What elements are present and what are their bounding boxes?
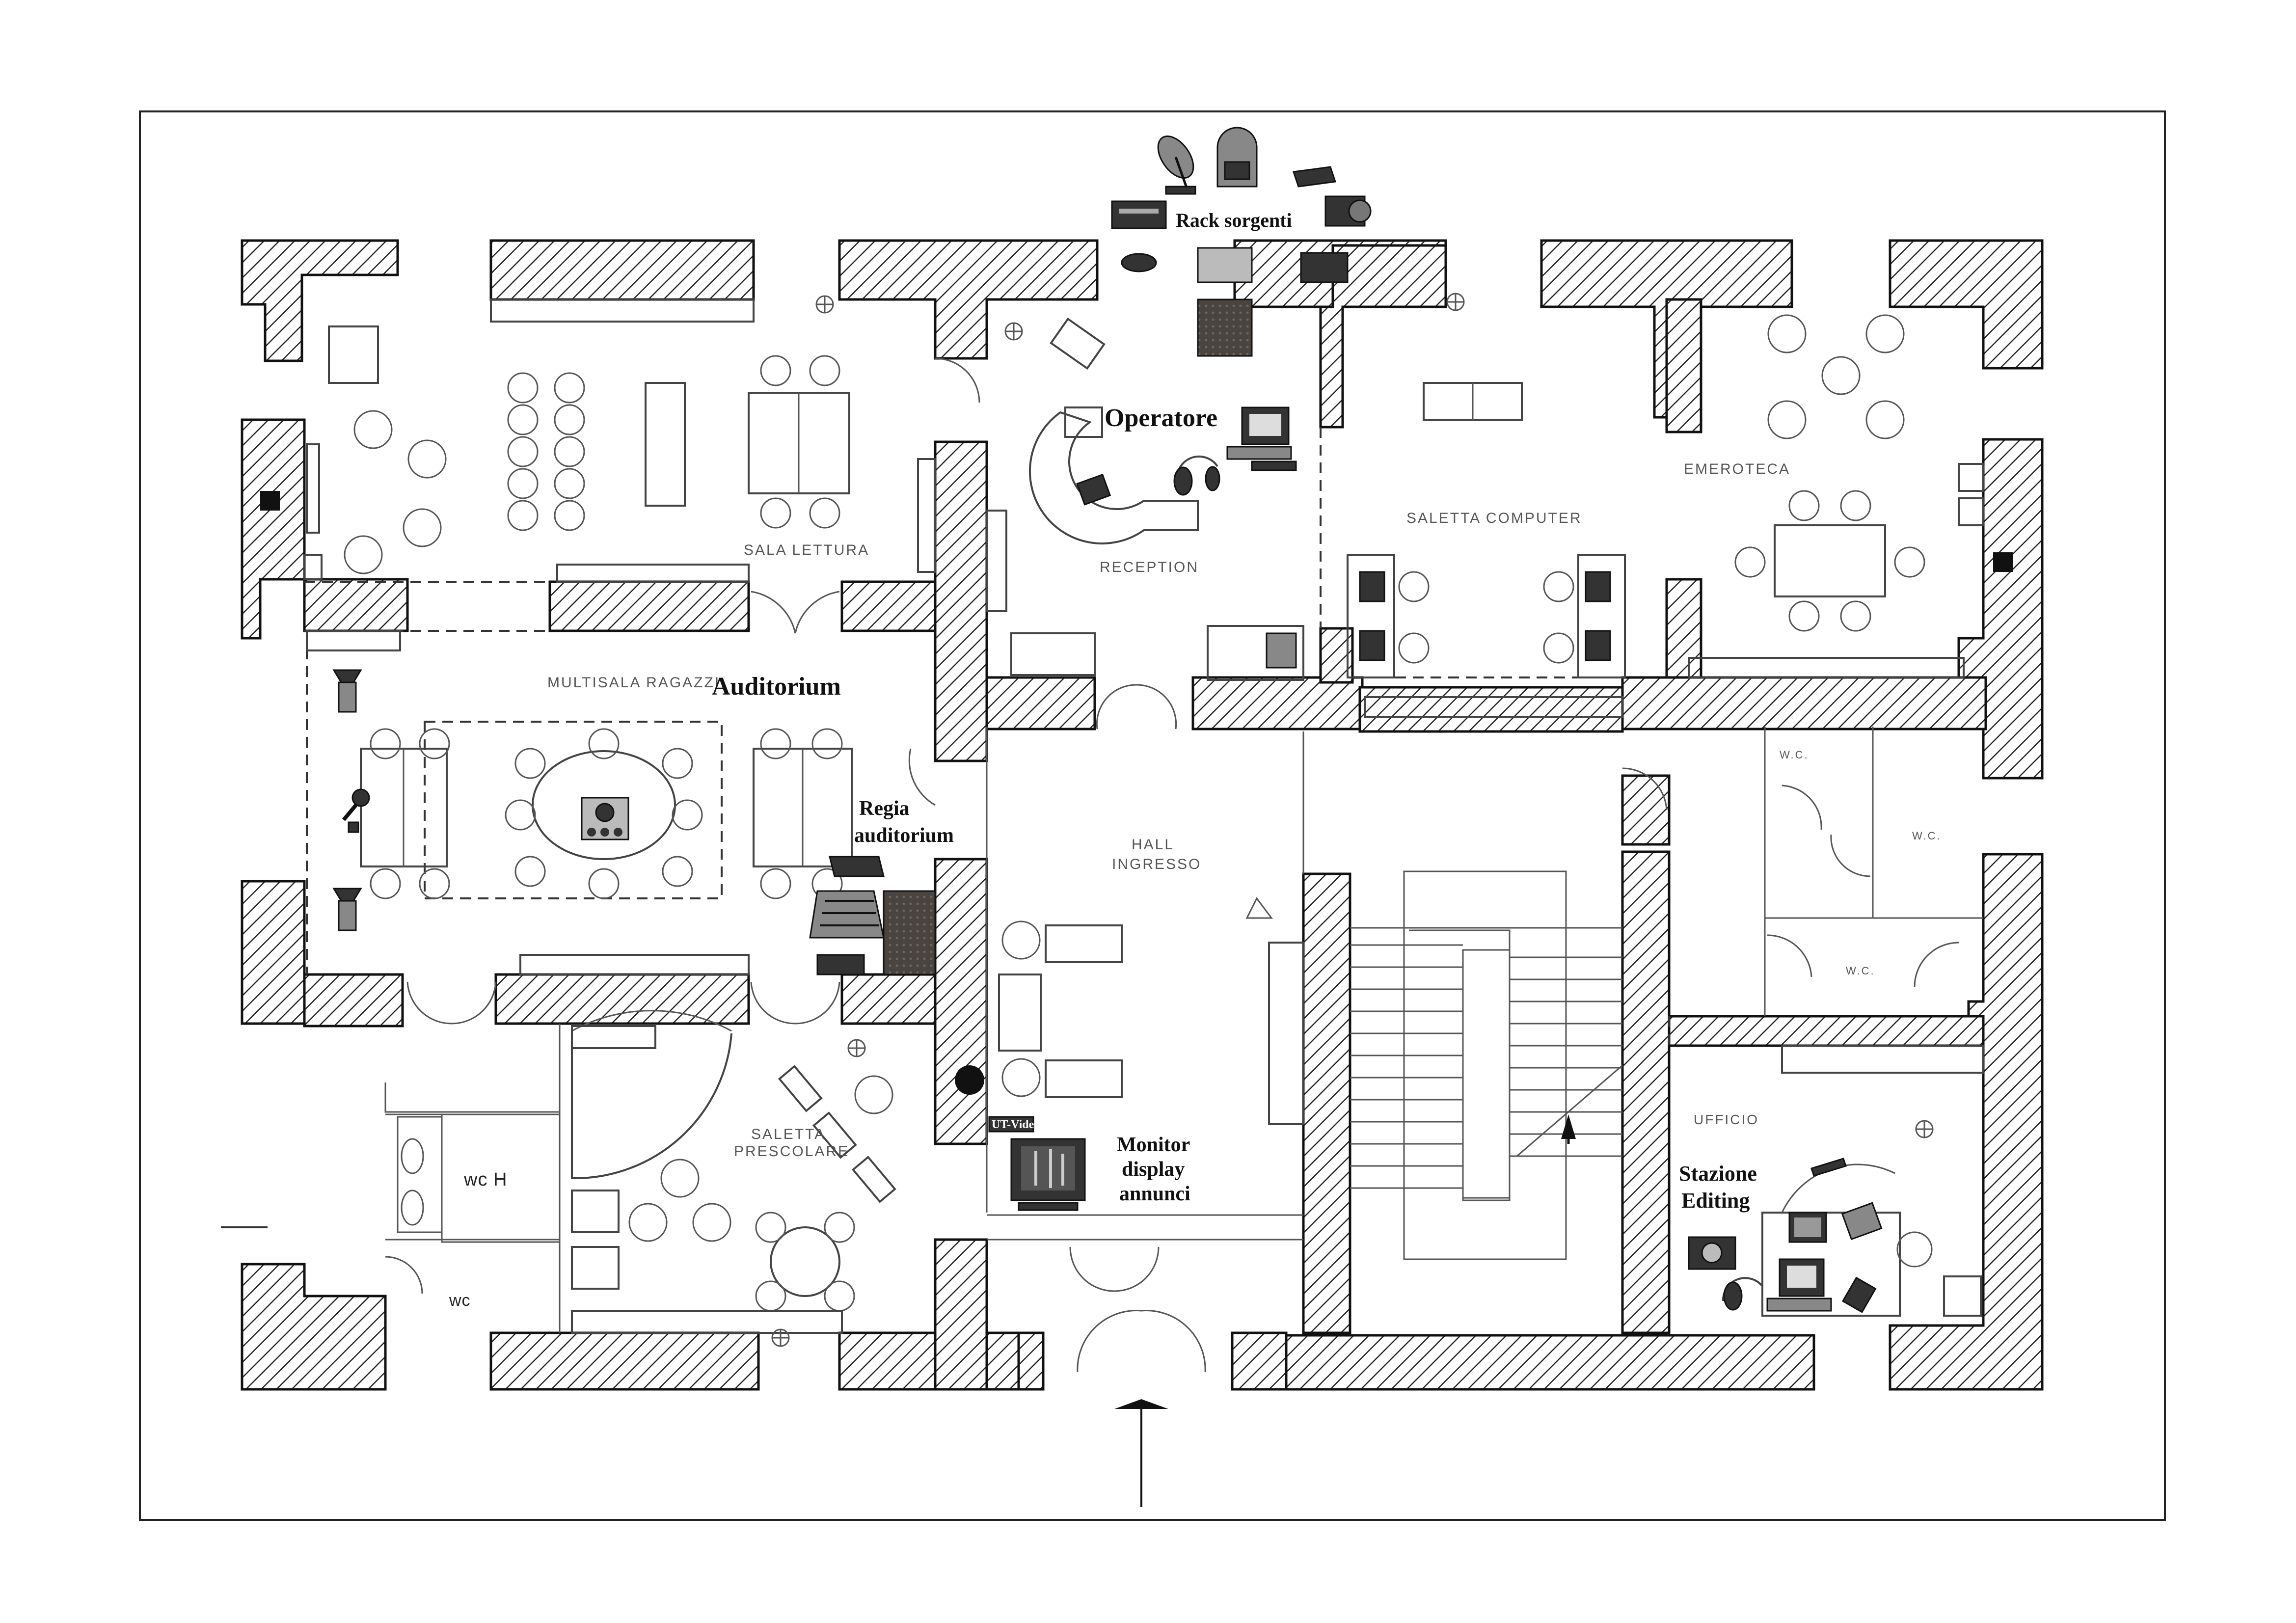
room-label-emeroteca: EMEROTECA [1684,461,1790,477]
room-label-wc-1: W.C. [1780,749,1809,761]
jukebox-icon [1216,127,1258,188]
projector-icon [581,797,629,840]
turntable-icon [1121,253,1157,272]
room-label-saletta-computer: SALETTA COMPUTER [1406,510,1582,526]
label-operatore: Operatore [1105,404,1217,432]
headset-icon [1173,455,1220,496]
equipment-rack [1197,298,1253,357]
monitor-icon [1788,1212,1827,1243]
monitor-devices [988,1116,1086,1211]
microphone-icon [342,788,370,833]
room-label-multisala: MULTISALA RAGAZZI [547,675,720,691]
camera-icon [1688,1236,1736,1270]
rack-unit-icon [1111,200,1167,229]
room-label-wc: wc [449,1291,471,1310]
electrical-panel-icon [260,491,280,511]
computer-icon [1766,1258,1832,1312]
auditorium-devices [332,669,629,931]
fan-icon [847,1039,866,1057]
furniture-emeroteca [1688,314,1984,678]
cd-player-icon [1324,195,1372,227]
callout-labels: Rack sorgenti Operatore Auditorium Regia… [712,209,1757,1213]
staircase [1350,870,1623,1260]
phone-icon [1076,473,1111,506]
film-icon [1841,1276,1877,1313]
label-ut-video: UT-Video [992,1118,1040,1131]
stazione-editing-devices [1688,1158,1883,1313]
furniture-hall [998,897,1304,1125]
furniture-sala-lettura [303,298,936,583]
stair-arrow-icon [1561,1114,1576,1139]
label-stazione-editing: Editing [1681,1189,1750,1213]
furniture-saletta-computer [1347,382,1626,718]
room-label-wc-2: W.C. [1912,830,1942,842]
label-regia-auditorium: auditorium [854,824,954,847]
electrical-outlet-icon [955,1065,984,1095]
operatore-devices [1076,406,1297,669]
fan-icon [1004,322,1023,341]
room-label-sala-lettura: SALA LETTURA [744,542,869,558]
mixer-icon [809,890,885,939]
amplifier-icon [1197,247,1253,283]
furniture-saletta-prescolare [571,1010,896,1334]
scanner-icon [1810,1158,1847,1177]
fan-icon [1915,1120,1934,1138]
room-labels: SALA LETTURA MULTISALA RAGAZZI RECEPTION… [449,461,1942,1310]
fan-icon [771,1328,790,1347]
electrical-panel-icon [1993,552,2013,572]
printer-icon [1841,1202,1883,1241]
label-monitor-display-annunci: Monitor [1117,1134,1190,1156]
label-rack-sorgenti: Rack sorgenti [1176,209,1292,231]
saletta-computer-devices [1359,571,1611,661]
room-label-hall: INGRESSO [1112,856,1201,872]
amplifier-icon [829,856,885,877]
mixer-icon [1300,252,1349,283]
room-label-saletta-prescolare: SALETTA [751,1126,826,1142]
room-label-reception: RECEPTION [1100,559,1199,575]
label-auditorium: Auditorium [712,673,841,701]
room-label-saletta-prescolare: PRESCOLARE [734,1143,849,1160]
receiver-icon [816,954,865,975]
headset-icon [1722,1277,1763,1311]
equipment-rack [883,890,936,975]
room-label-wc-h: wc H [463,1169,507,1190]
regia-devices [809,856,936,975]
label-monitor-display-annunci: display [1122,1158,1185,1181]
rack-sorgenti-devices [1111,127,1372,357]
fan-icon [1446,293,1465,311]
computer-icon [1226,406,1297,471]
furniture-multisala [306,630,853,975]
tuner-icon [1293,166,1336,188]
speaker-icon [332,888,362,931]
label-monitor-display-annunci: annunci [1119,1183,1190,1205]
furniture-reception [986,317,1304,681]
label-regia-auditorium: Regia [859,797,910,820]
speaker-icon [332,669,362,713]
entrance-arrow-icon [1114,1399,1168,1409]
room-label-ufficio: UFFICIO [1694,1112,1759,1127]
doors [385,357,1959,1373]
label-stazione-editing: Stazione [1679,1162,1757,1186]
fan-icon [815,295,834,314]
monitor-icon [1010,1138,1086,1211]
page-border [139,110,2166,1521]
room-label-wc-3: W.C. [1846,965,1875,977]
fax-icon [1266,632,1297,669]
furniture-wc [384,1082,561,1243]
satellite-dish-icon [1157,135,1196,195]
room-label-hall: HALL [1132,837,1174,853]
